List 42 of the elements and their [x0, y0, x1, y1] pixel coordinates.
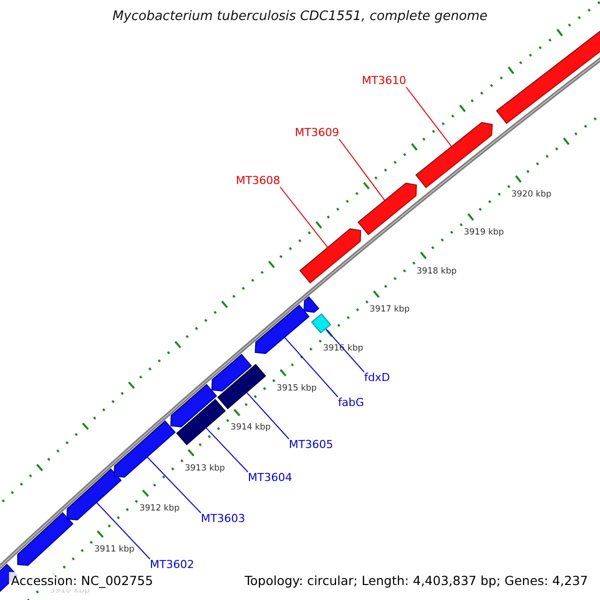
- gene-segment: [211, 354, 252, 392]
- gene-label: MT3602: [150, 558, 194, 572]
- gene-label: MT3605: [288, 438, 334, 452]
- gene-segment: [176, 398, 226, 446]
- gene-label: MT3609: [294, 126, 340, 140]
- leader-line: [205, 427, 248, 472]
- gene-segment: [254, 304, 310, 354]
- gene-label: MT3603: [200, 512, 246, 526]
- leader-line: [96, 502, 150, 560]
- leader-line: [284, 336, 338, 398]
- scale-label: 3916 kbp: [323, 344, 364, 354]
- scale-label: 3913 kbp: [184, 464, 225, 474]
- gene-segment: [415, 122, 493, 188]
- gene-segment: [170, 384, 218, 428]
- leader-line: [246, 392, 290, 440]
- scale-label: 3920 kbp: [511, 190, 552, 200]
- scale-label: 3915 kbp: [276, 384, 317, 394]
- gene-segment: [303, 296, 320, 313]
- leader-line: [280, 186, 328, 248]
- gene-label: MT3610: [362, 74, 406, 88]
- leader-line: [338, 138, 386, 201]
- gene-label: MT3608: [236, 174, 280, 188]
- scale-label: 3918 kbp: [416, 266, 457, 276]
- gene-segment: [114, 420, 176, 478]
- title: Mycobacterium tuberculosis CDC1551, complete genome: [111, 9, 489, 24]
- gene-segment: [217, 364, 266, 410]
- gene-block: [311, 313, 332, 334]
- leader-line: [325, 328, 365, 372]
- scale-label: 3917 kbp: [370, 306, 410, 315]
- scale-label: 3914 kbp: [230, 424, 271, 434]
- gene-label: fdxD: [364, 372, 390, 384]
- gene-segment: [17, 512, 74, 566]
- gene-segment: [358, 182, 417, 236]
- gene-label: fabG: [338, 396, 364, 410]
- leader-line: [406, 86, 452, 147]
- scale-label: 3911 kbp: [94, 544, 134, 554]
- gene-segment: [299, 228, 362, 284]
- gene-segment: [66, 468, 122, 520]
- scale-label: 3912 kbp: [139, 504, 180, 514]
- scale-label: 3919 kbp: [464, 228, 504, 238]
- gene-label: MT3604: [248, 472, 292, 484]
- leader-line: [146, 456, 202, 514]
